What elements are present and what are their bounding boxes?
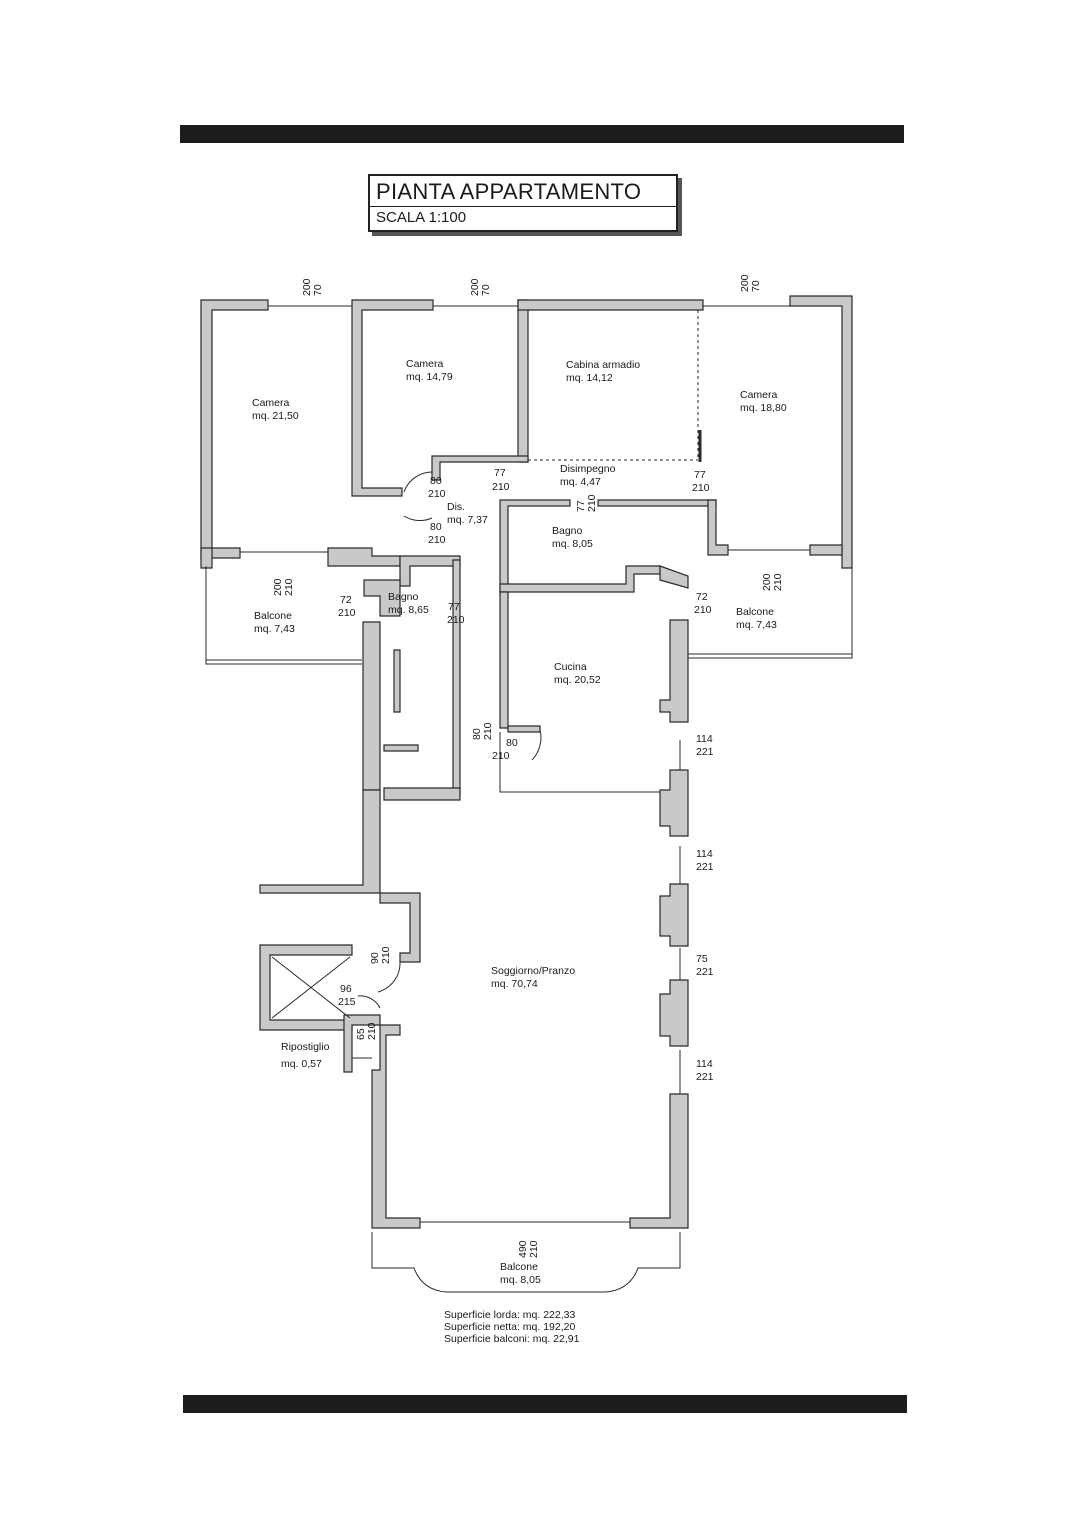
opening-height: 70	[312, 284, 324, 296]
room-name: Balcone	[500, 1261, 538, 1273]
opening-height: 215	[338, 996, 356, 1008]
surface-balconies: Superficie balconi: mq. 22,91	[444, 1333, 580, 1345]
opening-height: 221	[696, 861, 714, 873]
room-name: Bagno	[552, 525, 583, 537]
opening-width: 77	[694, 469, 706, 481]
room-name: Bagno	[388, 591, 419, 603]
surface-summary: Superficie lorda: mq. 222,33 Superficie …	[444, 1309, 579, 1345]
room-name: Balcone	[736, 606, 774, 618]
opening-height: 210	[447, 614, 465, 626]
opening-width: 80	[506, 737, 518, 749]
opening-width: 77	[575, 500, 587, 512]
plan-scale: SCALA 1:100	[376, 209, 467, 226]
room-area: mq. 18,80	[740, 402, 787, 414]
room-area: mq. 0,57	[281, 1058, 322, 1070]
opening-width: 72	[340, 594, 352, 606]
opening-width: 200	[761, 573, 773, 591]
room-name: Camera	[252, 397, 290, 409]
walls	[200, 295, 853, 1229]
opening-width: 200	[739, 274, 751, 292]
opening-height: 210	[528, 1240, 540, 1258]
opening-height: 210	[492, 750, 510, 762]
opening-height: 221	[696, 966, 714, 978]
top-border-bar	[180, 125, 904, 143]
room-name: Cabina armadio	[566, 359, 640, 371]
thin-lines	[205, 305, 853, 1293]
opening-width: 200	[301, 278, 313, 296]
room-area: mq. 21,50	[252, 410, 299, 422]
opening-width: 80	[430, 475, 442, 487]
opening-width: 200	[469, 278, 481, 296]
opening-width: 80	[471, 728, 483, 740]
room-area: mq. 14,12	[566, 372, 613, 384]
opening-width: 77	[494, 467, 506, 479]
opening-height: 210	[694, 604, 712, 616]
room-area: mq. 14,79	[406, 371, 453, 383]
room-name: Cucina	[554, 661, 587, 673]
room-area: mq. 4,47	[560, 476, 601, 488]
room-name: Balcone	[254, 610, 292, 622]
opening-height: 210	[482, 722, 494, 740]
opening-width: 72	[696, 591, 708, 603]
opening-height: 70	[480, 284, 492, 296]
opening-height: 210	[428, 534, 446, 546]
room-labels: Camera mq. 21,50 Camera mq. 14,79 Cabina…	[252, 358, 787, 1286]
room-name: Camera	[406, 358, 444, 370]
surface-gross: Superficie lorda: mq. 222,33	[444, 1309, 576, 1321]
opening-height: 210	[692, 482, 710, 494]
room-area: mq. 8,65	[388, 604, 429, 616]
opening-width: 77	[448, 601, 460, 613]
opening-height: 70	[750, 280, 762, 292]
surface-net: Superficie netta: mq. 192,20	[444, 1321, 576, 1333]
room-name: Ripostiglio	[281, 1041, 330, 1053]
opening-height: 210	[492, 481, 510, 493]
room-area: mq. 7,37	[447, 514, 488, 526]
bottom-border-bar	[183, 1395, 907, 1413]
opening-width: 90	[369, 952, 381, 964]
opening-width: 114	[696, 848, 713, 860]
opening-height: 221	[696, 746, 714, 758]
opening-width: 75	[696, 953, 708, 965]
room-area: mq. 20,52	[554, 674, 601, 686]
opening-width: 114	[696, 733, 713, 745]
title-divider	[370, 206, 676, 207]
opening-width: 96	[340, 983, 352, 995]
opening-height: 210	[366, 1022, 378, 1040]
opening-height: 210	[428, 488, 446, 500]
opening-height: 210	[772, 573, 784, 591]
opening-width: 200	[272, 578, 284, 596]
opening-width: 114	[696, 1058, 713, 1070]
opening-height: 221	[696, 1071, 714, 1083]
opening-height: 210	[586, 494, 598, 512]
room-area: mq. 7,43	[254, 623, 295, 635]
room-name: Soggiorno/Pranzo	[491, 965, 575, 977]
room-name: Camera	[740, 389, 778, 401]
opening-width: 65	[355, 1028, 367, 1040]
room-area: mq. 70,74	[491, 978, 538, 990]
opening-width: 490	[517, 1240, 529, 1258]
room-name: Disimpegno	[560, 463, 616, 475]
opening-width: 80	[430, 521, 442, 533]
title-block: PIANTA APPARTAMENTO SCALA 1:100	[368, 174, 678, 232]
opening-height: 210	[338, 607, 356, 619]
room-area: mq. 8,05	[500, 1274, 541, 1286]
opening-height: 210	[283, 578, 295, 596]
room-area: mq. 8,05	[552, 538, 593, 550]
room-area: mq. 7,43	[736, 619, 777, 631]
opening-height: 210	[380, 946, 392, 964]
plan-title: PIANTA APPARTAMENTO	[376, 179, 642, 204]
room-name: Dis.	[447, 501, 465, 513]
